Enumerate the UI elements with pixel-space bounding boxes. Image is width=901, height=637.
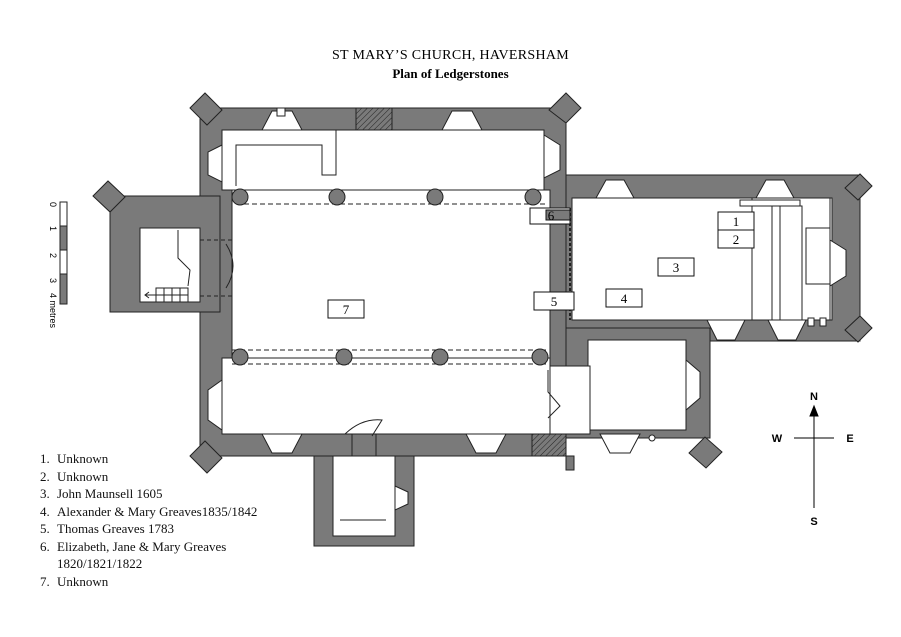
north-aisle	[221, 129, 545, 191]
legend-item-1: 1.Unknown	[40, 451, 109, 466]
pier-n4	[524, 188, 542, 206]
scale-tick-3: 3	[48, 278, 58, 283]
south-aisle	[221, 357, 551, 435]
ledgerstone-7: 7	[327, 299, 365, 319]
arcades	[231, 188, 549, 366]
ledgerstone-5: 5	[533, 291, 575, 311]
svg-text:1: 1	[733, 214, 740, 229]
scale-bar: 0 1 2 3 4 metres	[48, 201, 68, 329]
stub-wall	[565, 455, 575, 471]
plan-details	[144, 107, 831, 521]
buttress-se	[688, 436, 723, 469]
blocked-door-north	[355, 107, 393, 131]
south-aisle-east	[549, 365, 591, 435]
blocked-door-south	[531, 433, 567, 457]
pier-n2	[328, 188, 346, 206]
legend-item-2: 2.Unknown	[40, 468, 109, 484]
scale-tick-2: 2	[48, 253, 58, 258]
scale-tick-4: 4 metres	[48, 293, 58, 329]
buttress-ne	[548, 92, 582, 124]
ledgerstone-4: 4	[605, 288, 643, 308]
pier-n1	[231, 188, 249, 206]
porch-interior	[332, 455, 396, 537]
svg-text:6: 6	[548, 208, 555, 223]
ledgerstone-legend: 1.Unknown 2.Unknown 3.John Maunsell 1605…	[40, 450, 257, 590]
buttress-nw	[189, 92, 223, 126]
pier-n3	[426, 188, 444, 206]
legend-item-4: 4.Alexander & Mary Greaves1835/1842	[40, 503, 258, 519]
nave	[231, 189, 551, 359]
svg-text:5: 5	[551, 294, 558, 309]
pier-s3	[431, 348, 449, 366]
ledgerstones: 1 2 3 4 5 6	[327, 207, 755, 319]
scale-tick-0: 0	[48, 202, 58, 207]
pier-s4	[531, 348, 549, 366]
compass-north: N	[810, 391, 818, 403]
vestry	[587, 339, 687, 431]
svg-text:7: 7	[343, 302, 350, 317]
svg-text:4: 4	[621, 291, 628, 306]
compass-west: W	[772, 433, 783, 445]
scale-tick-1: 1	[48, 226, 58, 231]
buttress-chancel-ne	[844, 173, 873, 201]
legend-item-3: 3.John Maunsell 1605	[40, 486, 163, 501]
pier-s2	[335, 348, 353, 366]
svg-text:3: 3	[673, 260, 680, 275]
buttress-tower-n	[92, 180, 126, 213]
legend-item-7: 7.Unknown	[40, 573, 109, 589]
plan-title: ST MARY’S CHURCH, HAVERSHAM	[331, 48, 570, 63]
svg-text:2: 2	[733, 232, 740, 247]
compass-rose: N S W E	[772, 391, 854, 528]
ledgerstone-6: 6	[529, 207, 571, 225]
ledgerstone-3: 3	[657, 257, 695, 277]
legend-item-5: 5.Thomas Greaves 1783	[40, 521, 174, 536]
ledgerstone-1: 1	[717, 211, 755, 231]
compass-south: S	[810, 516, 817, 528]
compass-east: E	[846, 433, 853, 445]
pier-s1	[231, 348, 249, 366]
buttress-chancel-se	[844, 315, 873, 343]
plan-subtitle: Plan of Ledgerstones	[392, 66, 509, 81]
buttress-sw	[189, 440, 223, 474]
ledgerstone-2: 2	[717, 229, 755, 249]
window-openings	[207, 110, 847, 511]
